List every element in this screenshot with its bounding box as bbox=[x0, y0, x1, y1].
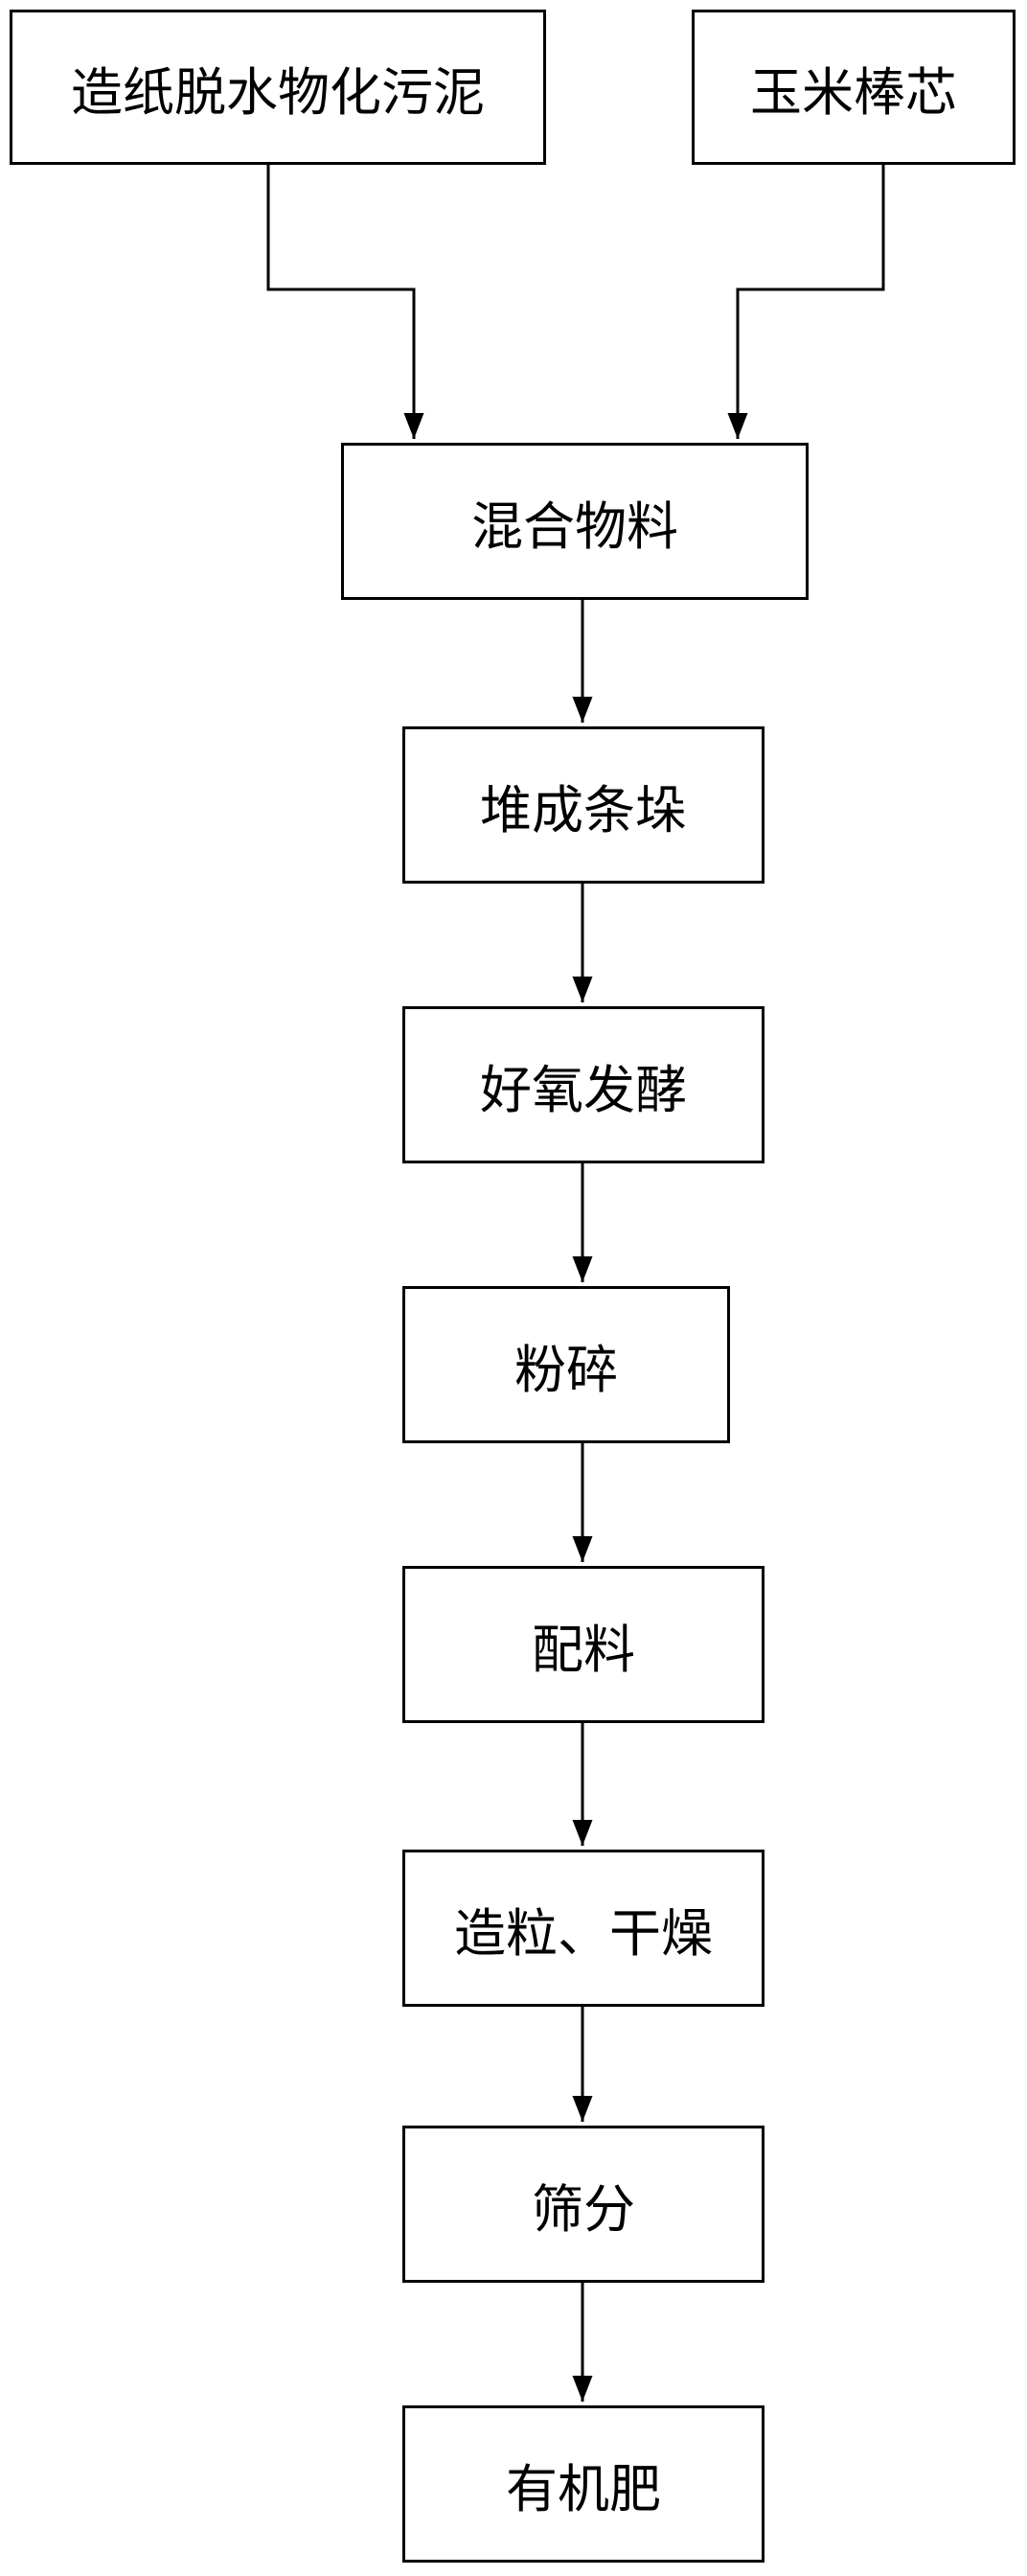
node-windrow-piling: 堆成条垛 bbox=[402, 726, 765, 884]
node-label: 筛分 bbox=[532, 2178, 635, 2240]
node-organic-fertilizer: 有机肥 bbox=[402, 2405, 765, 2563]
node-corn-cob: 玉米棒芯 bbox=[692, 10, 1016, 165]
node-label: 造纸脱水物化污泥 bbox=[71, 61, 485, 123]
node-screening: 筛分 bbox=[402, 2126, 765, 2283]
node-label: 造粒、干燥 bbox=[454, 1902, 713, 1964]
node-label: 玉米棒芯 bbox=[750, 61, 957, 123]
connector-paper-sludge-to-mix bbox=[266, 165, 424, 439]
node-label: 混合物料 bbox=[471, 495, 678, 557]
node-batching: 配料 bbox=[402, 1566, 765, 1723]
node-label: 有机肥 bbox=[506, 2458, 661, 2519]
connector-corn-cob-to-mix bbox=[727, 165, 885, 439]
node-label: 配料 bbox=[532, 1619, 635, 1680]
node-paper-sludge: 造纸脱水物化污泥 bbox=[10, 10, 546, 165]
node-crushing: 粉碎 bbox=[402, 1286, 730, 1443]
node-label: 好氧发酵 bbox=[480, 1059, 687, 1120]
node-granulation-drying: 造粒、干燥 bbox=[402, 1850, 765, 2007]
node-label: 堆成条垛 bbox=[480, 779, 687, 840]
node-aerobic-fermentation: 好氧发酵 bbox=[402, 1006, 765, 1163]
node-mixed-material: 混合物料 bbox=[341, 443, 809, 600]
node-label: 粉碎 bbox=[514, 1339, 618, 1400]
